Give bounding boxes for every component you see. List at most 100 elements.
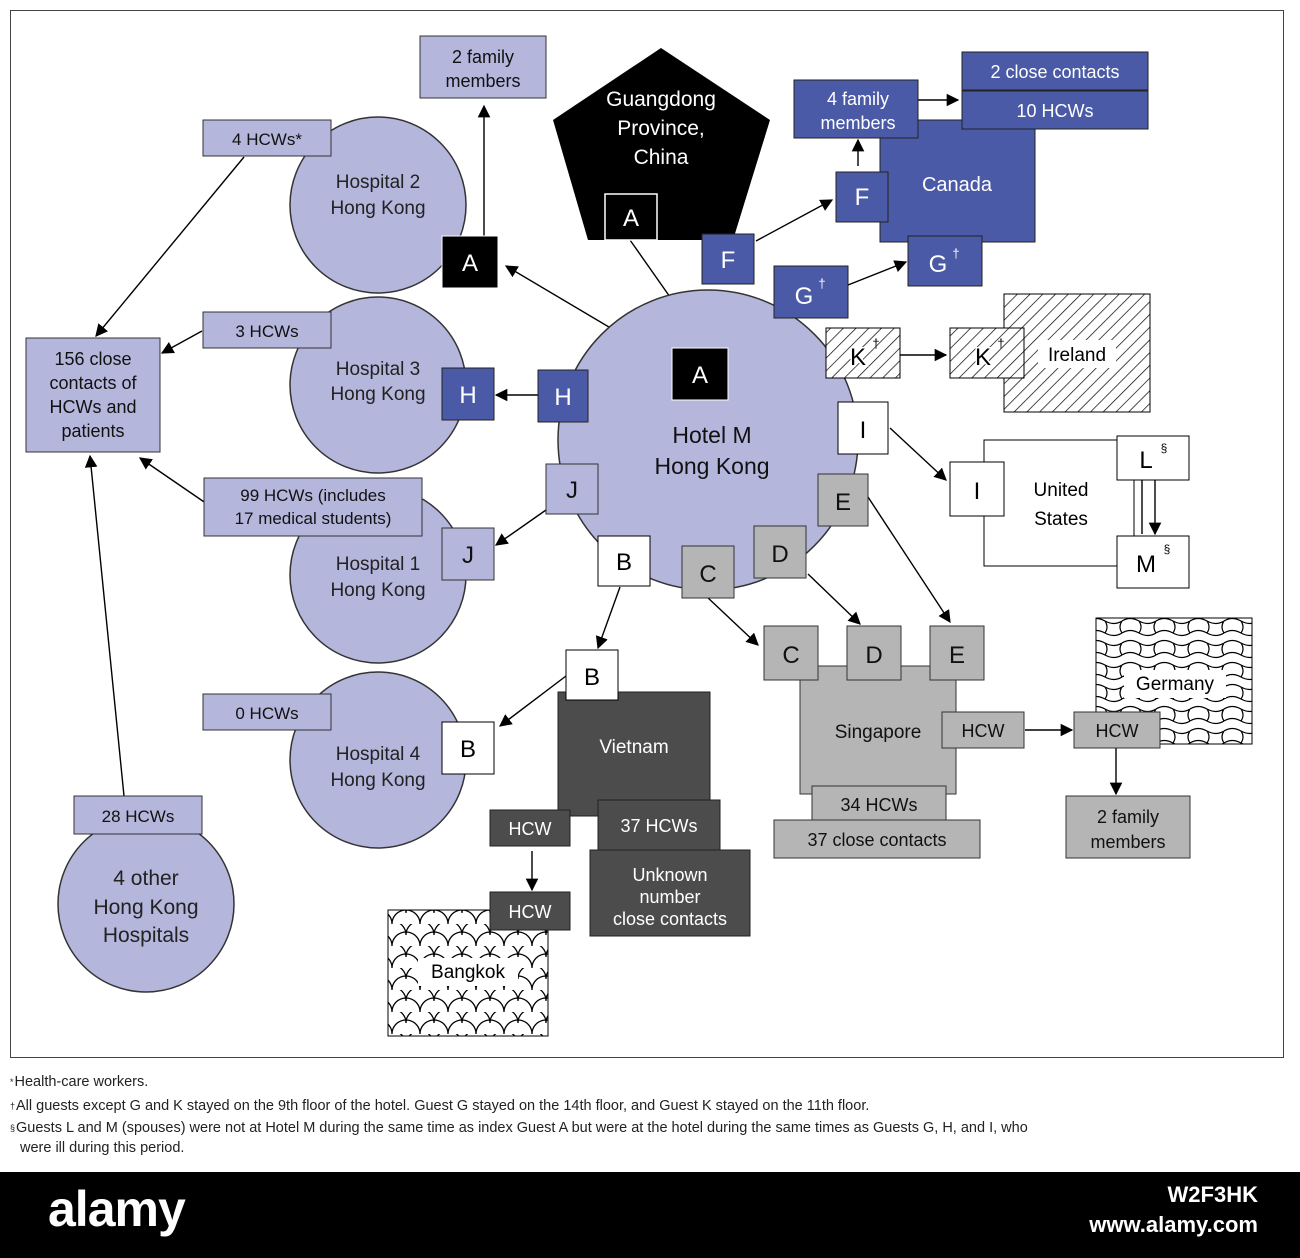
- singapore-close-contacts: 37 close contacts: [807, 830, 946, 850]
- canada-guest-g: G: [929, 251, 948, 278]
- other-hospitals-line2: Hong Kong: [93, 896, 198, 919]
- canada-close-contacts: 2 close contacts: [990, 62, 1119, 82]
- h1-hcws-line2: 17 medical students): [235, 509, 392, 528]
- usa-guest-i: I: [974, 478, 981, 505]
- other-hcws: 28 HCWs: [102, 807, 175, 826]
- canada-family-line2: members: [820, 113, 895, 133]
- h2-hcws: 4 HCWs*: [232, 130, 302, 149]
- image-id: W2F3HK: [1167, 1182, 1258, 1207]
- singapore-hcws: 34 HCWs: [840, 795, 917, 815]
- germany-hcw: HCW: [1096, 721, 1139, 741]
- hospital-2-name: Hospital 2: [336, 172, 421, 193]
- canada-guest-f: F: [855, 184, 870, 211]
- hospital-3-name: Hospital 3: [336, 359, 421, 380]
- hospital-1-city: Hong Kong: [330, 580, 425, 601]
- h2-family-line1: 2 family: [452, 47, 514, 67]
- h3-guest-h: H: [459, 382, 476, 409]
- guangdong-province: Guangdong Province, China A: [553, 48, 770, 241]
- bangkok-hcw: HCW: [509, 902, 552, 922]
- vietnam-hcw: HCW: [509, 819, 552, 839]
- usa-line2: States: [1034, 509, 1088, 530]
- guest-a-origin: A: [623, 205, 639, 232]
- h4-hcws: 0 HCWs: [235, 704, 298, 723]
- vietnam-hcws: 37 HCWs: [620, 816, 697, 836]
- arrows: [84, 93, 1162, 892]
- hospital-4-city: Hong Kong: [330, 770, 425, 791]
- united-states: United States I L § M §: [949, 435, 1190, 589]
- hospital-labels: 2 family members 4 HCWs* A 3 HCWs H 99 H…: [25, 35, 547, 835]
- vietnam-unknown-line1: Unknown: [632, 865, 707, 885]
- image-url: www.alamy.com: [1089, 1212, 1258, 1237]
- usa-guest-l: L: [1139, 447, 1152, 474]
- ireland-guest-k-dagger: †: [997, 336, 1004, 351]
- diagram-frame: [10, 10, 1284, 1058]
- hotel-guest-k: K: [850, 344, 866, 371]
- hotel-m: Hotel M Hong Kong: [557, 289, 859, 591]
- hotel-guest-g: G: [795, 283, 814, 310]
- vietnam-name: Vietnam: [599, 737, 668, 758]
- hotel-guest-d: D: [771, 541, 788, 568]
- hotel-city: Hong Kong: [654, 453, 769, 479]
- germany-family-line1: 2 family: [1097, 807, 1159, 827]
- singapore-guest-e: E: [949, 642, 965, 669]
- canada: Canada 4 family members 2 close contacts…: [793, 51, 1149, 287]
- footnote-section: §Guests L and M (spouses) were not at Ho…: [10, 1120, 1028, 1136]
- bangkok: Bangkok HCW: [387, 891, 571, 1037]
- other-hospitals: 4 other Hong Kong Hospitals: [57, 815, 235, 993]
- other-hospitals-line1: 4 other: [113, 867, 178, 890]
- germany: Germany HCW 2 family members: [1065, 617, 1253, 859]
- germany-family-line2: members: [1090, 832, 1165, 852]
- footnote-star: *Health-care workers.: [10, 1074, 149, 1090]
- footnote-section-cont: were ill during this period.: [20, 1140, 185, 1156]
- guangdong-line1: Guangdong: [606, 88, 716, 111]
- usa-line1: United: [1034, 480, 1089, 501]
- hospital-3: Hospital 3 Hong Kong: [289, 296, 467, 474]
- bangkok-name: Bangkok: [431, 962, 505, 983]
- hotel-guest-e: E: [835, 489, 851, 516]
- hospital-3-city: Hong Kong: [330, 384, 425, 405]
- singapore-hcw: HCW: [962, 721, 1005, 741]
- hotel-guest-c: C: [699, 561, 716, 588]
- hotel-guest-a: A: [692, 362, 708, 389]
- singapore-guest-c: C: [782, 642, 799, 669]
- ireland-name: Ireland: [1048, 345, 1106, 366]
- close-contacts-line2: contacts of: [49, 373, 137, 393]
- hospital-2: Hospital 2 Hong Kong: [289, 116, 467, 294]
- hospital-4-name: Hospital 4: [336, 744, 421, 765]
- canada-name: Canada: [922, 174, 993, 196]
- h1-hcws-line1: 99 HCWs (includes: [240, 486, 386, 505]
- hotel-guest-k-dagger: †: [872, 336, 879, 351]
- close-contacts-line3: HCWs and: [49, 397, 136, 417]
- h2-family-line2: members: [445, 71, 520, 91]
- guangdong-line2: Province,: [617, 117, 705, 140]
- h2-guest-a: A: [462, 250, 478, 277]
- singapore-guest-d: D: [865, 642, 882, 669]
- vietnam-unknown-line3: close contacts: [613, 909, 727, 929]
- footnote-dagger: †All guests except G and K stayed on the…: [10, 1098, 870, 1114]
- hotel-guests: A H J B C D E I K † F G †: [537, 233, 901, 599]
- hotel-guest-h: H: [554, 384, 571, 411]
- canada-hcws: 10 HCWs: [1016, 101, 1093, 121]
- h1-guest-j: J: [462, 542, 474, 569]
- h4-guest-b: B: [460, 736, 476, 763]
- hotel-guest-i: I: [860, 417, 867, 444]
- alamy-logo: alamy: [48, 1181, 186, 1237]
- h3-hcws: 3 HCWs: [235, 322, 298, 341]
- germany-name: Germany: [1136, 674, 1215, 695]
- hospital-1-name: Hospital 1: [336, 554, 421, 575]
- canada-guest-g-dagger: †: [952, 246, 959, 261]
- ireland-guest-k: K: [975, 344, 991, 371]
- ireland: Ireland K †: [949, 293, 1151, 413]
- guangdong-line3: China: [634, 146, 689, 169]
- vietnam-unknown-line2: number: [639, 887, 700, 907]
- hospital-2-city: Hong Kong: [330, 198, 425, 219]
- singapore: Singapore C D E HCW 34 HCWs 37 close con…: [763, 625, 1025, 859]
- watermark-banner: [0, 1172, 1300, 1258]
- other-hospitals-line3: Hospitals: [103, 924, 189, 947]
- usa-guest-m-section: §: [1164, 542, 1171, 556]
- usa-guest-l-section: §: [1161, 441, 1168, 455]
- vietnam: Vietnam B 37 HCWs Unknown number close c…: [489, 649, 751, 937]
- hotel-guest-j: J: [566, 477, 578, 504]
- hotel-guest-b: B: [616, 549, 632, 576]
- usa-guest-m: M: [1136, 551, 1156, 578]
